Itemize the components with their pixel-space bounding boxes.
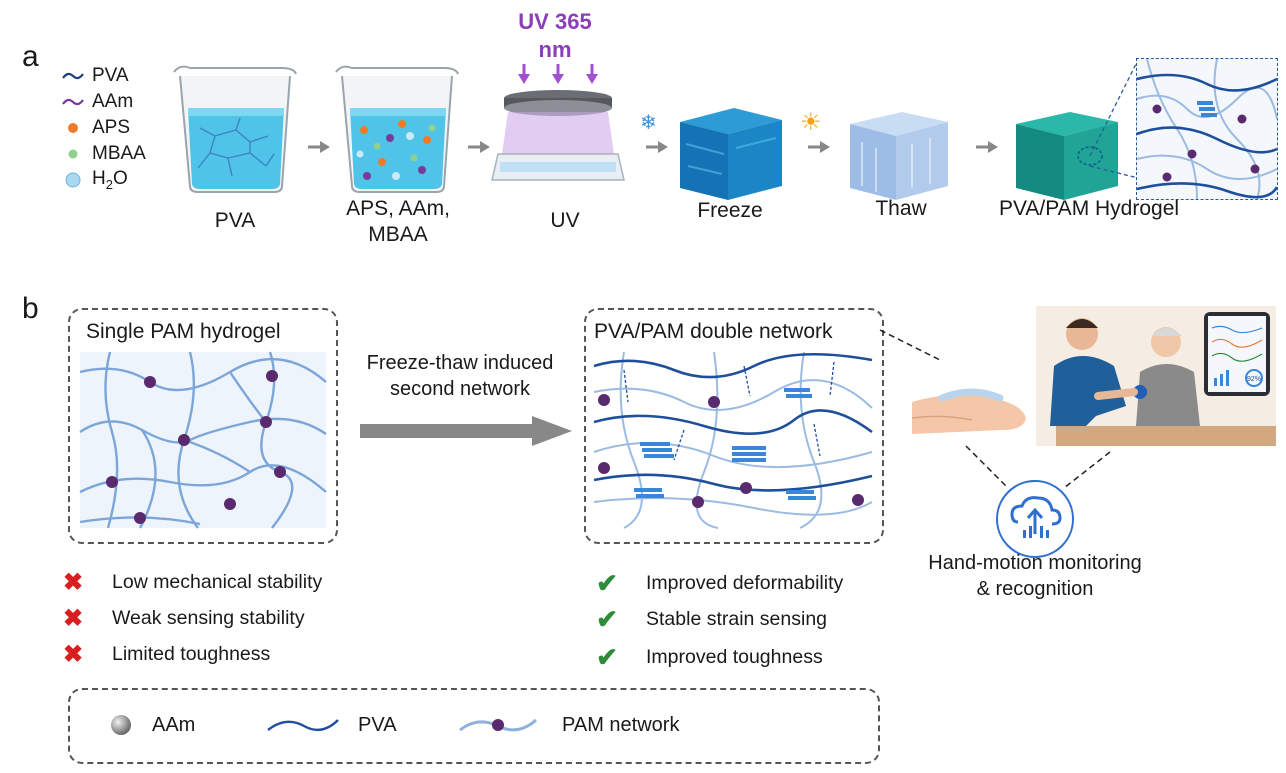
con-item: ✖ Weak sensing stability [60, 604, 305, 633]
arrow-icon [808, 141, 830, 153]
cross-icon: ✖ [62, 605, 84, 632]
arrow-icon [308, 141, 330, 153]
step-label-pva: PVA [214, 209, 256, 232]
con-text: Limited toughness [112, 643, 271, 665]
pva-line-icon [267, 719, 339, 732]
uv-label-line1: UV 365 [518, 9, 592, 34]
photo-connectors [879, 329, 1111, 489]
single-pam-title: Single PAM hydrogel [86, 320, 281, 343]
double-network-diagram [593, 351, 873, 529]
pro-item: ✔ Stable strain sensing [594, 604, 827, 635]
clinical-monitoring-illustration: 92% [1036, 306, 1276, 446]
monitoring-caption-line2: & recognition [976, 578, 1094, 600]
uv-lamp-setup [491, 64, 625, 181]
water-dot-icon [60, 172, 86, 188]
mbaa-dot-icon [60, 148, 86, 160]
check-icon: ✔ [596, 642, 618, 672]
step-label-freeze: Freeze [697, 199, 763, 222]
pva-wave-icon [60, 71, 86, 81]
monitoring-caption-line1: Hand-motion monitoring [928, 552, 1142, 574]
pam-network-icon [459, 718, 537, 732]
aps-dot-icon [60, 122, 86, 134]
check-icon: ✔ [596, 604, 618, 634]
arrow-icon [646, 141, 668, 153]
legend-aam-label: AAm [152, 714, 196, 736]
uv-label-line2: nm [538, 37, 572, 62]
legend-label: MBAA [92, 143, 146, 164]
network-zoom-inset [1136, 58, 1279, 200]
reagent-beaker [335, 65, 459, 193]
cross-icon: ✖ [62, 641, 84, 668]
pro-item: ✔ Improved deformability [594, 568, 843, 599]
uv-arrows-icon [518, 64, 598, 84]
zoom-lines [1089, 59, 1139, 179]
arrow-icon [976, 141, 998, 153]
single-pam-network [79, 351, 327, 529]
cross-icon: ✖ [62, 569, 84, 596]
snowflake-icon: ❄ [640, 112, 657, 134]
aam-sphere-icon [111, 715, 131, 735]
legend-pva-label: PVA [358, 714, 397, 736]
pva-beaker [173, 65, 297, 193]
con-item: ✖ Low mechanical stability [60, 568, 322, 597]
thaw-cube [850, 112, 948, 200]
freeze-cube [680, 108, 782, 200]
step-label-uv: UV [550, 209, 580, 232]
pro-item: ✔ Improved toughness [594, 642, 823, 673]
transition-arrow-icon [360, 416, 572, 446]
transition-label-line2: second network [389, 378, 531, 400]
legend-pva: PVA [60, 64, 129, 88]
con-text: Low mechanical stability [112, 571, 323, 593]
panel-b-letter: b [22, 292, 39, 325]
step-label-thaw: Thaw [875, 197, 927, 220]
legend-label: H2O [92, 168, 128, 192]
legend-water: H2O [60, 168, 128, 192]
arrow-icon [468, 141, 490, 153]
check-icon: ✔ [596, 568, 618, 598]
step-label-reagents-line2: MBAA [368, 223, 428, 246]
legend-pam-label: PAM network [562, 714, 680, 736]
monitoring-caption: Hand-motion monitoring & recognition [912, 550, 1158, 602]
legend-mbaa: MBAA [60, 142, 146, 166]
pro-text: Improved deformability [646, 572, 844, 594]
aam-wave-icon [60, 97, 86, 107]
hydrogel-cube [1016, 112, 1118, 200]
uv-wavelength-label: UV 365 nm [500, 8, 610, 64]
legend-aps: APS [60, 116, 130, 140]
step-label-hydrogel: PVA/PAM Hydrogel [998, 197, 1180, 220]
con-item: ✖ Limited toughness [60, 640, 270, 669]
single-pam-box [68, 308, 338, 544]
double-network-title: PVA/PAM double network [594, 320, 833, 343]
panel-a-letter: a [22, 40, 39, 73]
pro-text: Improved toughness [646, 646, 823, 668]
legend-label: PVA [92, 65, 129, 86]
legend-aam: AAm [60, 90, 133, 114]
network-legend-box [68, 688, 880, 764]
transition-label: Freeze-thaw induced second network [340, 350, 580, 402]
transition-label-line1: Freeze-thaw induced [366, 352, 554, 374]
finger-sensor-illustration [911, 388, 1026, 434]
legend-label: AAm [92, 91, 134, 112]
double-network-box [584, 308, 884, 544]
step-label-reagents: APS, AAm, MBAA [330, 196, 466, 248]
step-label-reagents-line1: APS, AAm, [346, 197, 450, 220]
pro-text: Stable strain sensing [646, 608, 828, 630]
con-text: Weak sensing stability [112, 607, 305, 629]
sun-icon: ☀ [800, 109, 822, 136]
legend-label: APS [92, 117, 131, 138]
cloud-upload-icon [996, 480, 1074, 558]
tablet-badge: 92% [1247, 376, 1261, 383]
